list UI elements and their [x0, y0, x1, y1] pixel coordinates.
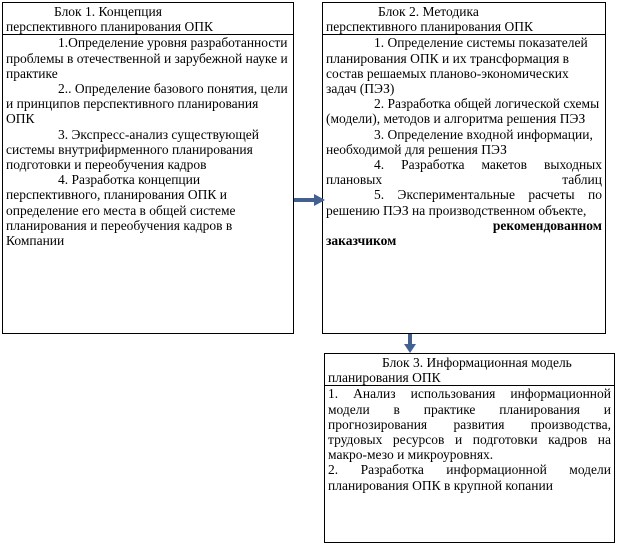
block-3-title-line1: Блок 3. Информационная модель [382, 355, 572, 370]
block-2-item-5-text: 5. Экспериментальные расчеты по решению … [326, 187, 602, 218]
arrow-2-head [404, 344, 416, 353]
block-1-concept: Блок 1. Концепция перспективного планиро… [2, 2, 294, 334]
arrow-1-head [314, 194, 325, 206]
arrow-block2-to-block3 [404, 334, 416, 353]
block-2-item-5: 5. Экспериментальные расчеты по решению … [326, 187, 602, 232]
block-1-header: Блок 1. Концепция перспективного планиро… [3, 3, 293, 36]
block-3-item-2: 2. Разработка информационной модели план… [328, 462, 611, 493]
block-2-item-2: 2. Разработка общей логической схемы (мо… [326, 96, 600, 127]
block-3-item-1: 1. Анализ использования информационной м… [328, 386, 611, 463]
block-2-methodology: Блок 2. Методика перспективного планиров… [322, 2, 606, 334]
block-2-item-3: 3. Определение входной информации, необх… [326, 126, 593, 157]
block-2-header: Блок 2. Методика перспективного планиров… [323, 3, 605, 36]
block-1-items: 1.Определение уровня разработанности про… [3, 35, 293, 248]
block-1-item-1: 1.Определение уровня разработанности про… [6, 35, 288, 81]
block-2-item-5-bold-tail: рекомендованном [492, 217, 602, 233]
block-3-items: 1. Анализ использования информационной м… [325, 386, 614, 492]
block-2-title-line2: перспективного планирования ОПК [326, 19, 533, 35]
block-3-information-model: Блок 3. Информационная модель планирован… [324, 353, 615, 543]
block-2-item-4: 4. Разработка макетов выходных плановых … [326, 157, 602, 188]
block-1-item-4: 4. Разработка концепции перспективного, … [6, 172, 236, 249]
block-2-title-line1: Блок 2. Методика [378, 4, 479, 19]
block-3-header: Блок 3. Информационная модель планирован… [325, 354, 614, 387]
block-1-item-3: 3. Экспресс-анализ существующей системы … [6, 126, 259, 173]
block-3-title-line2: планирования ОПК [328, 370, 441, 386]
block-1-title-line1: Блок 1. Концепция [54, 4, 162, 19]
block-2-item-1: 1. Определение системы показателей плани… [326, 35, 588, 97]
block-2-item-5-bold-last: заказчиком [326, 233, 397, 249]
block-1-item-2: 2.. Определение базового понятия, цели и… [6, 81, 288, 127]
block-1-title-line2: перспективного планирования ОПК [6, 19, 213, 35]
block-2-items: 1. Определение системы показателей плани… [323, 35, 605, 248]
arrow-block1-to-block2 [294, 194, 325, 206]
